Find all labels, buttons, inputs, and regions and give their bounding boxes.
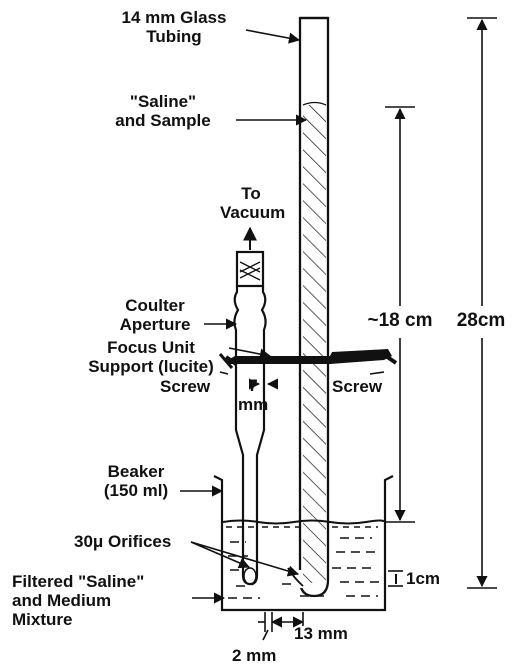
dimension-lines <box>258 17 497 641</box>
label-saline-sample: "Saline" and Sample <box>92 92 234 130</box>
label-2mm: 2 mm <box>232 646 277 665</box>
label-saline-sample-line1: "Saline" <box>129 92 197 111</box>
label-gap-7mm: 7 mm <box>238 376 268 414</box>
beaker <box>213 475 394 612</box>
label-focus-unit: Focus Unit Support (lucite) <box>76 338 226 376</box>
label-coulter-aperture-line1: Coulter <box>125 296 185 315</box>
leader-lines <box>180 29 385 604</box>
coulter-aperture-tube <box>233 250 267 586</box>
label-filtered-line2: and Medium <box>12 591 112 610</box>
label-glass-tubing-line1: 14 mm Glass <box>121 8 227 27</box>
label-coulter-aperture: Coulter Aperture <box>108 296 202 334</box>
label-filtered-mixture: Filtered "Saline" and Medium Mixture <box>12 572 144 629</box>
label-1cm: 1cm <box>406 569 441 588</box>
label-to-vacuum-line2: Vacuum <box>220 203 286 222</box>
label-to-vacuum: To Vacuum <box>220 184 286 222</box>
label-filtered-line3: Mixture <box>12 610 73 629</box>
label-beaker-line1: Beaker <box>107 462 165 481</box>
label-28cm: 28cm <box>446 311 516 330</box>
label-18cm: ~18 cm <box>358 311 442 330</box>
label-screw-left: Screw <box>160 377 211 396</box>
label-orifices: 30μ Orifices <box>74 532 172 551</box>
label-saline-sample-line2: and Sample <box>115 111 211 130</box>
glass-tube <box>287 16 330 598</box>
label-focus-unit-line1: Focus Unit <box>107 338 195 357</box>
label-13mm: 13 mm <box>294 624 348 643</box>
label-glass-tubing-line2: Tubing <box>146 27 202 46</box>
label-glass-tubing: 14 mm Glass Tubing <box>104 8 244 46</box>
label-focus-unit-line2: Support (lucite) <box>88 357 214 376</box>
label-coulter-aperture-line2: Aperture <box>119 315 191 334</box>
label-gap-7mm-line2: mm <box>238 395 269 414</box>
label-filtered-line1: Filtered "Saline" <box>12 572 145 591</box>
label-screw-right: Screw <box>332 377 383 396</box>
label-gap-7mm-line1: 7 <box>248 376 258 395</box>
focus-unit-support <box>218 349 398 369</box>
label-beaker-line2: (150 ml) <box>103 481 169 500</box>
label-beaker: Beaker (150 ml) <box>92 462 180 500</box>
label-to-vacuum-line1: To <box>241 184 261 203</box>
